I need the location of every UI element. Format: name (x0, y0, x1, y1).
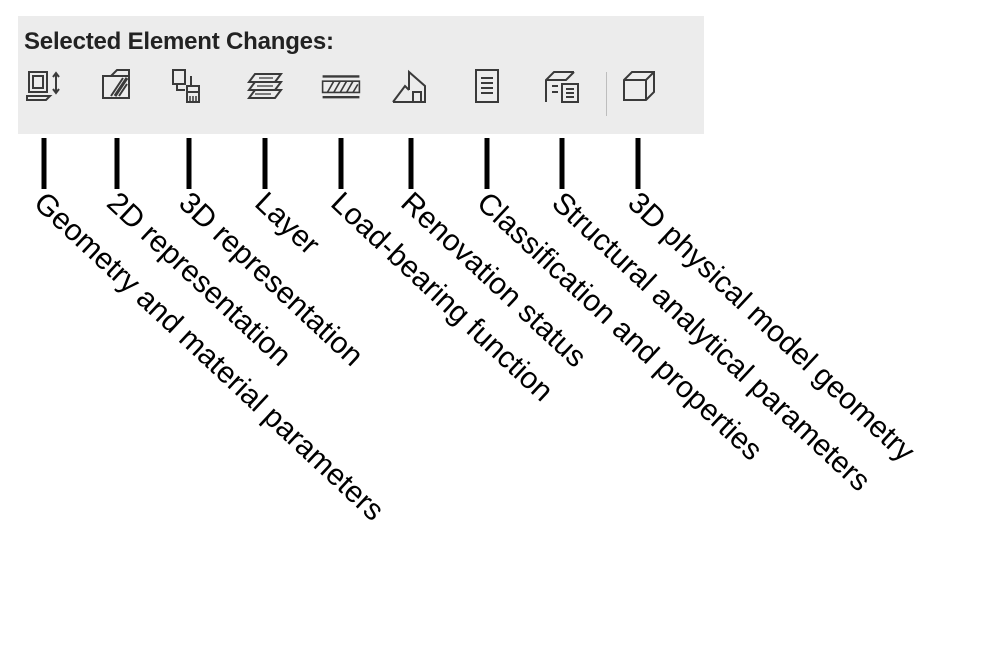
geometry-material-icon (26, 71, 60, 101)
callout-line-classification (484, 138, 490, 189)
callout-label-3d-physical: 3D physical model geometry (621, 186, 921, 469)
callout-line-load-bearing (338, 138, 344, 189)
toolbar-separator (606, 72, 607, 116)
callout-label-structural: Structural analytical parameters (545, 186, 877, 498)
renovation-status-button[interactable] (389, 64, 433, 108)
callout-line-structural (559, 138, 565, 189)
layer-button[interactable] (243, 64, 287, 108)
classification-icon (475, 69, 499, 103)
callout-label-classification: Classification and properties (470, 186, 769, 468)
panel-title: Selected Element Changes: (24, 28, 334, 55)
structural-analytical-icon (545, 71, 579, 103)
callout-line-3d-physical (635, 138, 641, 189)
3d-physical-model-icon (623, 71, 655, 101)
3d-representation-icon (172, 69, 200, 103)
callout-line-renovation (408, 138, 414, 189)
callout-line-geometry (41, 138, 47, 189)
selected-element-changes-panel: Selected Element Changes: (18, 16, 704, 134)
2d-representation-icon (102, 69, 130, 99)
load-bearing-icon (321, 75, 361, 99)
3d-physical-model-button[interactable] (616, 64, 660, 108)
renovation-status-icon (392, 69, 426, 103)
classification-properties-button[interactable] (465, 64, 509, 108)
structural-analytical-button[interactable] (540, 64, 584, 108)
callout-line-layer (262, 138, 268, 189)
geometry-material-button[interactable] (22, 64, 66, 108)
2d-representation-button[interactable] (95, 64, 139, 108)
callout-line-3d-representation (186, 138, 192, 189)
load-bearing-button[interactable] (319, 64, 363, 108)
callout-line-2d-representation (114, 138, 120, 189)
layer-icon (247, 73, 283, 99)
3d-representation-button[interactable] (167, 64, 211, 108)
